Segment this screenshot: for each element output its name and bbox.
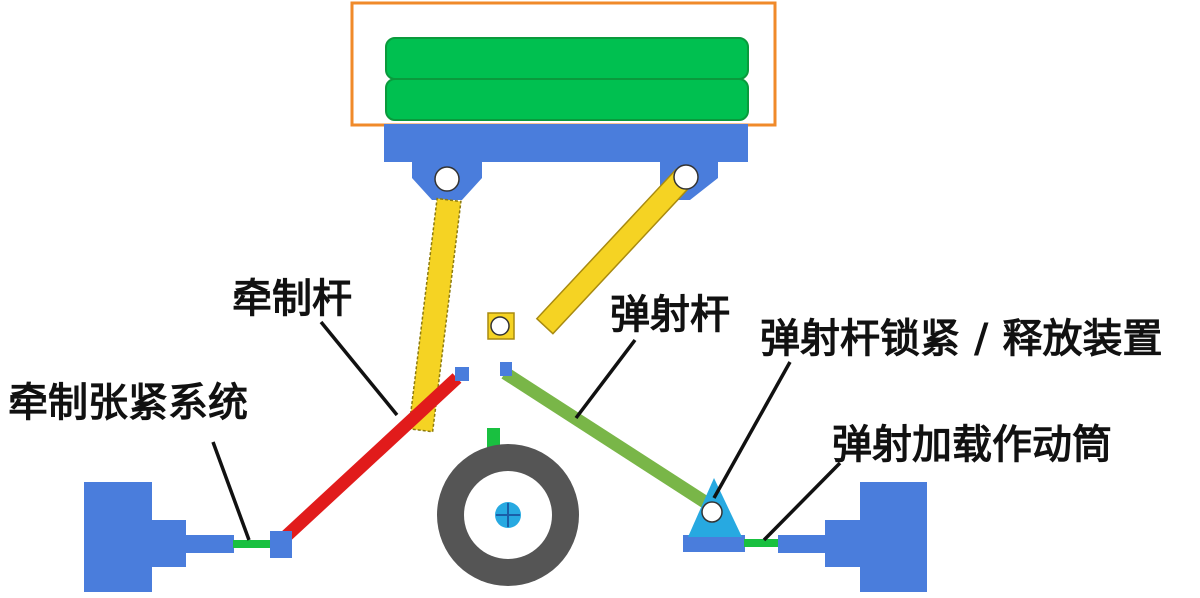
leader-launch-bar [574,338,637,420]
fuel-tank-upper [385,37,749,80]
leader-launch-load-actuator [762,461,842,542]
fuel-tank-lower [385,78,749,121]
lock-to-actuator-connector [744,539,778,547]
drag-rod-attach-block [455,367,469,381]
drag-rod [277,373,462,545]
launch-load-actuator-body [778,482,927,592]
drag-tension-connector [233,540,273,548]
brace-joint-pin [490,316,510,336]
launch-bar [501,367,712,510]
label-launch-bar: 弹射杆 [610,292,730,338]
mounting-frame [384,124,748,200]
drag-tension-actuator-body [84,482,234,592]
drag-rod-end-block [270,531,292,558]
launch-bar-attach-block [500,362,512,376]
label-launch-load-actuator: 弹射加载作动筒 [832,422,1112,468]
label-launch-bar-lock-release: 弹射杆锁紧 / 释放装置 [760,316,1162,362]
lock-release-pin [701,501,723,523]
label-drag-tension-system: 牵制张紧系统 [8,380,248,426]
pivot-pin-left [434,166,460,192]
leader-drag-rod [319,320,399,417]
label-drag-rod: 牵制杆 [232,276,352,322]
pivot-pin-right [673,164,699,190]
leader-lock-release [712,361,792,499]
leader-drag-tension-system [211,441,251,541]
lock-release-base [683,535,745,552]
